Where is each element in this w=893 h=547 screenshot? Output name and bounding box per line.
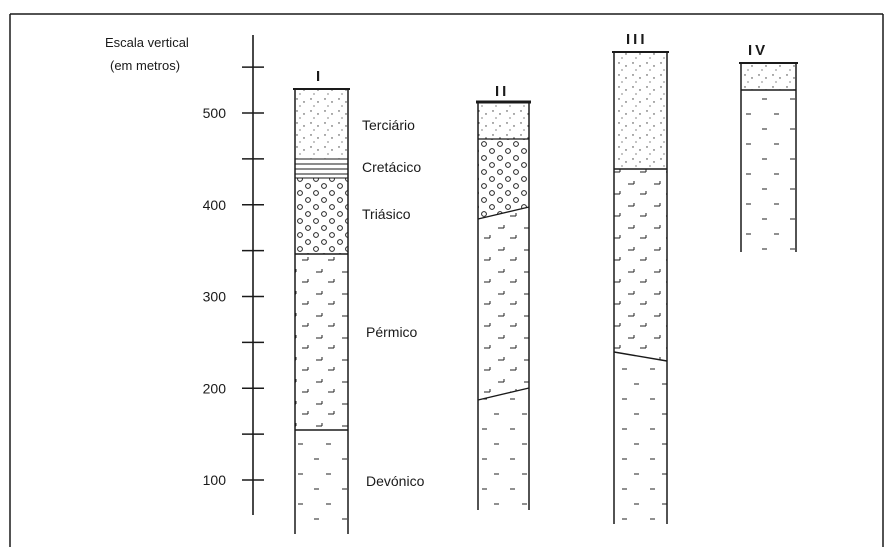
axis-ticks: 500 400 300 200 100	[203, 66, 264, 488]
column-IV-terciario-layer	[741, 63, 796, 90]
column-label-I: I	[316, 68, 323, 85]
layer-label-permico: Pérmico	[366, 324, 418, 340]
axis-title-line2: (em metros)	[110, 58, 180, 73]
column-IV	[739, 62, 798, 252]
column-I-terciario-layer	[295, 89, 348, 159]
axis-tick-label: 400	[203, 197, 227, 213]
axis-tick-label: 100	[203, 472, 227, 488]
column-III-terciario-layer	[614, 52, 667, 169]
axis-title-line1: Escala vertical	[105, 35, 189, 50]
axis-tick-label: 200	[203, 380, 227, 396]
layer-label-cretacico: Cretácico	[362, 159, 421, 175]
column-III-permico-layer	[614, 169, 667, 361]
column-II-triasico-layer	[478, 139, 529, 219]
column-III-devonico-layer	[614, 352, 667, 520]
column-IV-devonico-layer	[741, 90, 796, 250]
layer-label-triasico: Triásico	[362, 206, 411, 222]
column-II	[476, 100, 531, 510]
layer-label-terciario: Terciário	[362, 117, 415, 133]
column-label-II: II	[495, 83, 509, 100]
column-II-terciario-layer	[478, 102, 529, 139]
column-II-devonico-layer	[478, 388, 529, 506]
column-I-triasico-layer	[295, 178, 348, 254]
column-I-devonico-layer	[295, 430, 348, 530]
column-III	[612, 51, 669, 524]
column-I	[293, 88, 350, 534]
column-I-permico-layer	[295, 254, 348, 429]
column-label-IV: IV	[748, 42, 768, 59]
layer-label-devonico: Devónico	[366, 473, 425, 489]
axis-tick-label: 500	[203, 105, 227, 121]
axis-tick-label: 300	[203, 289, 227, 305]
column-label-III: III	[626, 31, 648, 48]
column-II-permico-layer	[478, 207, 529, 400]
column-I-cretacico-layer	[295, 158, 348, 175]
